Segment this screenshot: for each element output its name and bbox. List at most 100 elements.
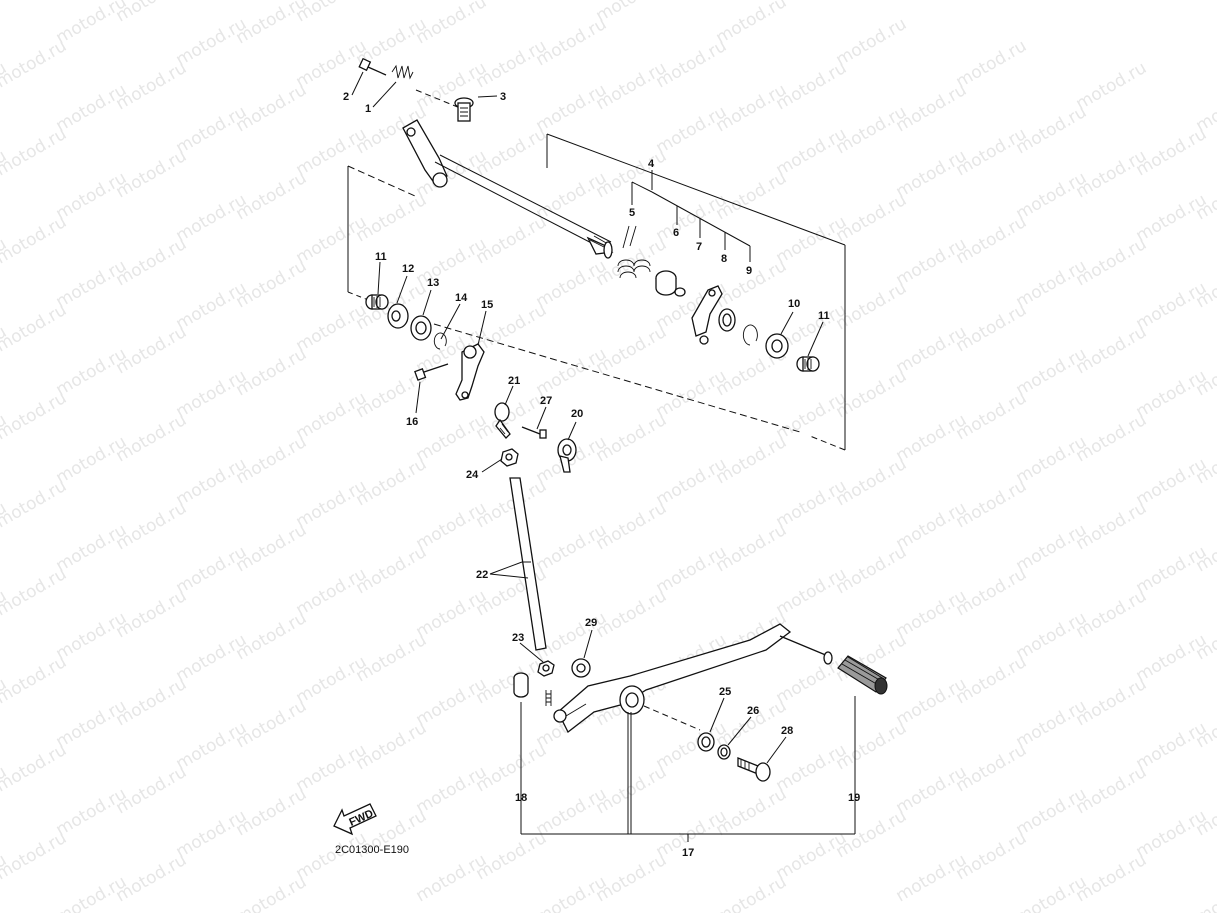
- callout-10: 10: [788, 298, 800, 310]
- callout-19: 19: [848, 792, 860, 804]
- callout-18: 18: [515, 792, 527, 804]
- watermark-text: motod.ru: [0, 476, 70, 532]
- watermark-text: motod.ru: [233, 80, 311, 136]
- reference-box: [347, 133, 846, 451]
- watermark-text: motod.ru: [953, 212, 1031, 268]
- spring-1: [391, 64, 461, 109]
- watermark-text: motod.ru: [593, 586, 671, 642]
- watermark-text: motod.ru: [953, 740, 1031, 796]
- circlip-14: [433, 332, 447, 350]
- watermark-text: motod.ru: [0, 212, 70, 268]
- watermark-text: motod.ru: [713, 784, 791, 840]
- washer-29: [571, 658, 591, 678]
- watermark-text: motod.ru: [233, 872, 311, 913]
- watermark-text: motod.ru: [953, 476, 1031, 532]
- watermark-text: motod.ru: [1133, 124, 1211, 180]
- watermark-text: motod.ru: [233, 696, 311, 752]
- watermark-text: motod.ru: [233, 256, 311, 312]
- watermark-text: motod.ru: [353, 454, 431, 510]
- watermark-text: motod.ru: [473, 212, 551, 268]
- watermark-text: motod.ru: [713, 432, 791, 488]
- watermark-text: motod.ru: [53, 0, 131, 48]
- callout-22: 22: [476, 569, 488, 581]
- callout-2: 2: [343, 91, 349, 103]
- watermark-text: motod.ru: [953, 36, 1031, 92]
- watermark-text: motod.ru: [1073, 850, 1151, 906]
- watermark-text: motod.ru: [353, 718, 431, 774]
- watermark-text: motod.ru: [1073, 322, 1151, 378]
- callout-17: 17: [682, 847, 694, 859]
- watermark-text: motod.ru: [113, 410, 191, 466]
- shift-rod-22: [489, 477, 547, 651]
- watermark-text: motod.ru: [593, 146, 671, 202]
- watermark-text: motod.ru: [233, 432, 311, 488]
- shift-pedal-17: [553, 623, 833, 733]
- watermark-text: motod.ru: [0, 388, 70, 444]
- pedal-rubber: [837, 655, 888, 695]
- watermark-text: motod.ru: [1073, 762, 1151, 818]
- watermark-text: motod.ru: [233, 520, 311, 576]
- watermark-text: motod.ru: [1013, 102, 1091, 158]
- watermark-text: motod.ru: [233, 168, 311, 224]
- watermark-text: motod.ru: [953, 828, 1031, 884]
- watermark-text: motod.ru: [113, 498, 191, 554]
- return-spring-5: [617, 225, 651, 279]
- watermark-text: motod.ru: [113, 58, 191, 114]
- watermark-text: motod.ru: [593, 322, 671, 378]
- callout-1: 1: [365, 103, 371, 115]
- watermark-text: motod.ru: [653, 36, 731, 92]
- fwd-arrow-icon: FWD: [333, 803, 377, 836]
- watermark-text: motod.ru: [353, 190, 431, 246]
- watermark-text: motod.ru: [473, 124, 551, 180]
- watermark-text: motod.ru: [953, 652, 1031, 708]
- link-screw: [545, 690, 552, 706]
- circlip-9: [742, 324, 758, 346]
- seal-12: [387, 303, 409, 329]
- watermark-text: motod.ru: [953, 388, 1031, 444]
- watermark-text: motod.ru: [1013, 872, 1091, 913]
- callout-11-left: 11: [375, 251, 387, 263]
- watermark-text: motod.ru: [533, 872, 611, 913]
- watermark-text: motod.ru: [473, 652, 551, 708]
- callout-5: 5: [629, 207, 635, 219]
- callout-20: 20: [571, 408, 583, 420]
- watermark-text: motod.ru: [713, 520, 791, 576]
- bolt-16: [414, 363, 449, 381]
- rod-end-20: [557, 438, 577, 473]
- bearing-11-left: [365, 294, 389, 310]
- watermark-text: motod.ru: [833, 454, 911, 510]
- bracket-17: [520, 696, 856, 842]
- watermark-text: motod.ru: [713, 872, 791, 913]
- callout-26: 26: [747, 705, 759, 717]
- watermark-text: motod.ru: [113, 762, 191, 818]
- watermark-text: motod.ru: [953, 300, 1031, 356]
- watermark-text: motod.ru: [113, 322, 191, 378]
- callout-8: 8: [721, 253, 727, 265]
- callout-15: 15: [481, 299, 493, 311]
- watermark-text: motod.ru: [113, 146, 191, 202]
- bolt-2: [358, 57, 387, 76]
- watermark-text: motod.ru: [0, 828, 70, 884]
- watermark-text: motod.ru: [113, 850, 191, 906]
- callout-21: 21: [508, 375, 520, 387]
- rod-end-21: [494, 402, 511, 439]
- watermark-text: motod.ru: [1073, 58, 1151, 114]
- watermark-text: motod.ru: [953, 564, 1031, 620]
- collar-6: [655, 270, 686, 297]
- watermark-text: motod.ru: [0, 740, 70, 796]
- callout-labels: 2 1 3 4 5 6 7 8 9 10 11 11 12 13 14 15 1…: [343, 91, 860, 859]
- bolt-27: [521, 426, 547, 439]
- watermark-text: motod.ru: [0, 652, 70, 708]
- washer-10: [765, 333, 789, 359]
- callout-11-right: 11: [818, 310, 830, 322]
- watermark-text: motod.ru: [113, 234, 191, 290]
- diagram-code: 2C01300-E190: [335, 844, 409, 856]
- rod-end-18: [513, 672, 529, 698]
- watermark-text: motod.ru: [0, 124, 70, 180]
- bearing-11-right: [796, 356, 820, 372]
- fwd-label: FWD: [347, 808, 375, 829]
- callout-7: 7: [696, 241, 702, 253]
- callout-12: 12: [402, 263, 414, 275]
